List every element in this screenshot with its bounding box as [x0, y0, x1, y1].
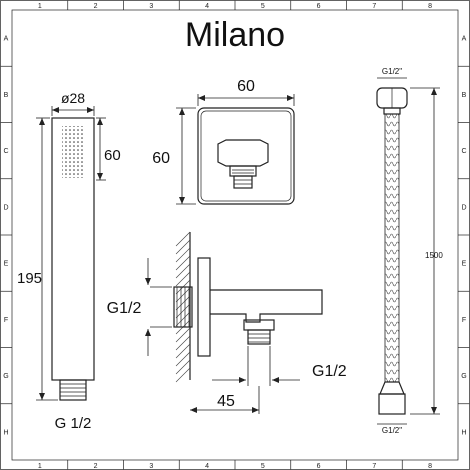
frame-row-label: B: [4, 92, 9, 99]
wall-elbow-drawing: G1/2 G1/2 45: [107, 231, 347, 414]
frame-row-label: A: [4, 36, 9, 43]
frame-row-label: C: [3, 148, 8, 155]
frame-row-label: E: [462, 261, 467, 268]
frame-column-label: 1: [38, 3, 42, 10]
frame-row-label: G: [461, 373, 466, 380]
frame-row-label: H: [3, 429, 8, 436]
plate-width-label: 60: [237, 78, 255, 95]
frame-row-label: D: [461, 204, 466, 211]
frame-row-label: E: [4, 261, 9, 268]
column-labels-bottom: 1 2 3 4 5 6 7 8: [38, 463, 432, 470]
plate-height-label: 60: [152, 150, 170, 167]
elbow-projection-label: 45: [217, 393, 235, 410]
elbow-wall-thread-label: G1/2: [107, 300, 142, 317]
frame-column-label: 1: [38, 463, 42, 470]
handset-length-label: 195: [17, 270, 42, 287]
handset-thread-label: G 1/2: [55, 415, 92, 432]
frame-row-label: D: [3, 204, 8, 211]
frame-column-label: 2: [94, 463, 98, 470]
handset-drawing: ø28 60 195 G 1/2: [17, 90, 121, 432]
brand-title: Milano: [185, 16, 285, 54]
frame-column-label: 5: [261, 3, 265, 10]
frame-column-label: 8: [428, 463, 432, 470]
frame-column-label: 6: [317, 3, 321, 10]
hose-length-label: 1500: [425, 251, 443, 260]
frame-column-label: 6: [317, 463, 321, 470]
hose-bottom-thread-label: G1/2": [382, 426, 402, 435]
handset-head-height-label: 60: [104, 147, 121, 164]
frame-row-label: A: [462, 36, 467, 43]
row-labels-right: A B C D E F G H: [461, 36, 466, 437]
column-labels-top: 1 2 3 4 5 6 7 8: [38, 3, 432, 10]
wall-plate-drawing: 60 60: [152, 78, 295, 205]
frame-column-label: 4: [205, 463, 209, 470]
frame-row-label: C: [461, 148, 466, 155]
frame-column-label: 3: [149, 463, 153, 470]
frame-column-label: 7: [372, 463, 376, 470]
frame-column-label: 7: [372, 3, 376, 10]
frame-column-label: 8: [428, 3, 432, 10]
frame-row-label: H: [461, 429, 466, 436]
elbow-outlet-thread-label: G1/2: [312, 363, 347, 380]
frame-column-label: 2: [94, 3, 98, 10]
frame-row-label: F: [4, 317, 8, 324]
frame-column-label: 4: [205, 3, 209, 10]
row-labels-left: A B C D E F G H: [3, 36, 8, 437]
hose-drawing: G1/2" G1/2" 1500: [376, 67, 443, 435]
frame-row-label: G: [3, 373, 8, 380]
handset-diameter-label: ø28: [61, 90, 85, 106]
frame-row-label: F: [462, 317, 466, 324]
frame-column-label: 5: [261, 463, 265, 470]
frame-column-label: 3: [149, 3, 153, 10]
frame-row-label: B: [462, 92, 467, 99]
hose-top-thread-label: G1/2": [382, 67, 402, 76]
